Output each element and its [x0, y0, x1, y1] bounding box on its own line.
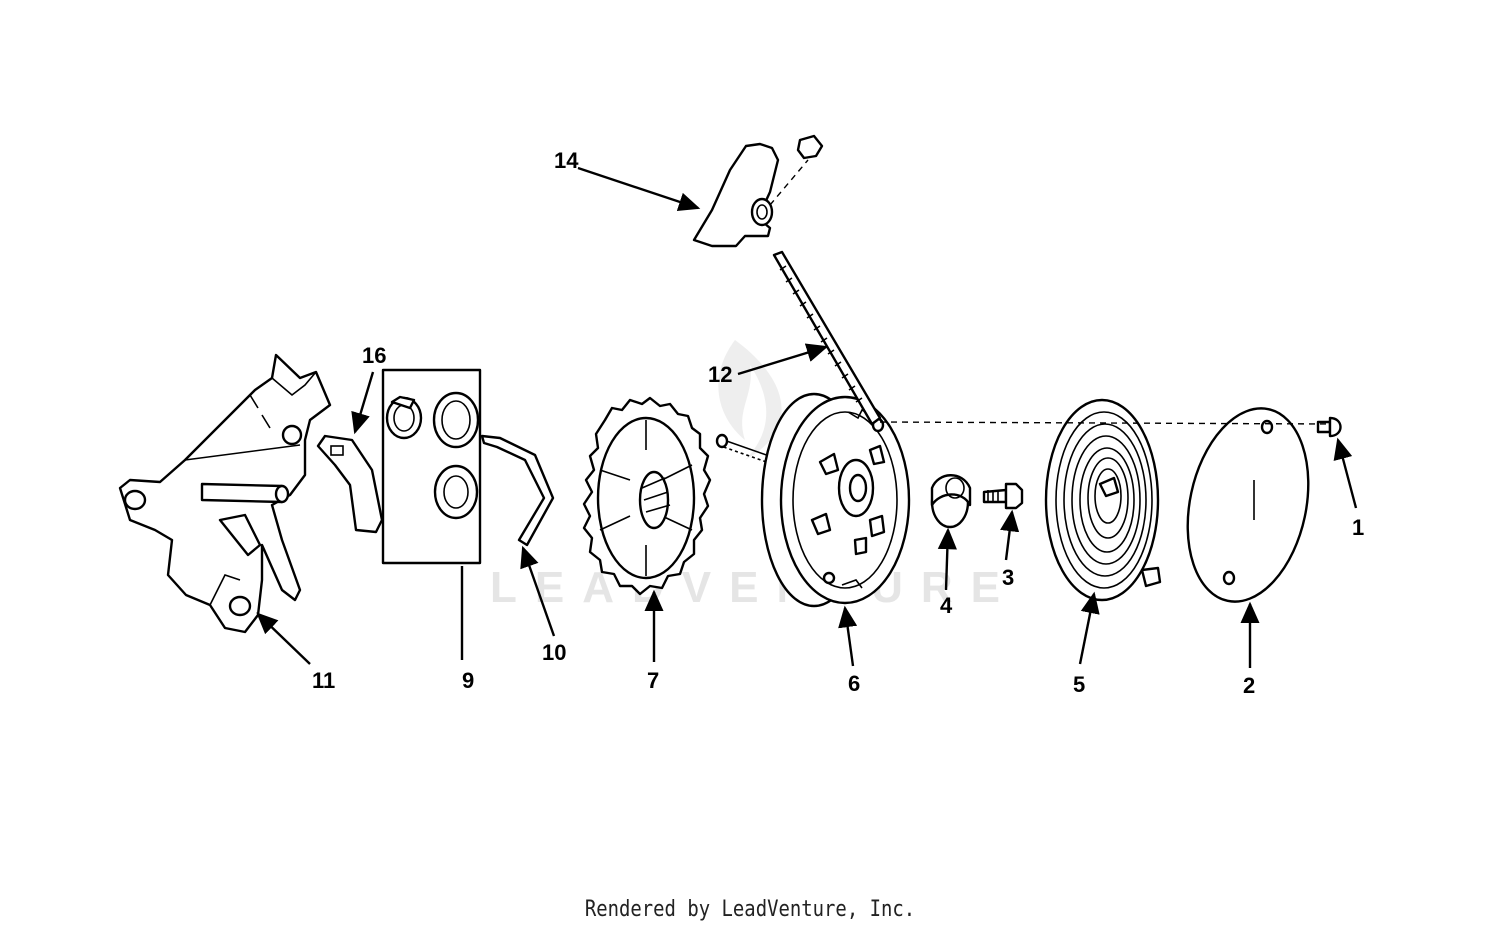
part-6-pulley-housing [715, 392, 911, 608]
part-10-wire-spring [480, 434, 555, 547]
part-7-starter-gear [582, 396, 712, 596]
callout-12: 12 [708, 362, 732, 387]
part-5-recoil-spring [1044, 398, 1162, 602]
callout-5: 5 [1073, 672, 1085, 697]
part-1-small-screw [1316, 416, 1342, 438]
leader-lines [256, 166, 1358, 668]
callout-6: 6 [848, 671, 860, 696]
part-16-lever [316, 434, 384, 534]
part-12-starter-rope [772, 250, 882, 426]
callout-11: 11 [312, 668, 335, 693]
part-11-control-bracket [118, 353, 332, 634]
part-4-bushing [930, 474, 972, 529]
watermark-logo: LEADVENTURE [490, 340, 1018, 612]
render-credit: Rendered by LeadVenture, Inc. [584, 897, 916, 922]
watermark-text: LEADVENTURE [490, 563, 1018, 612]
callout-14: 14 [554, 148, 579, 173]
part-3-screw [982, 482, 1024, 510]
callout-1: 1 [1352, 515, 1364, 540]
alignment-line [879, 421, 1331, 425]
callout-7: 7 [647, 668, 659, 693]
callout-16: 16 [362, 343, 386, 368]
callout-9: 9 [462, 668, 474, 693]
callout-2: 2 [1243, 673, 1255, 698]
callout-3: 3 [1002, 565, 1014, 590]
part-14-starter-handle [692, 134, 824, 248]
part-2-cover-plate [1186, 407, 1310, 603]
callout-4: 4 [940, 593, 953, 618]
callout-10: 10 [542, 640, 566, 665]
part-9-seal-kit [381, 368, 482, 565]
